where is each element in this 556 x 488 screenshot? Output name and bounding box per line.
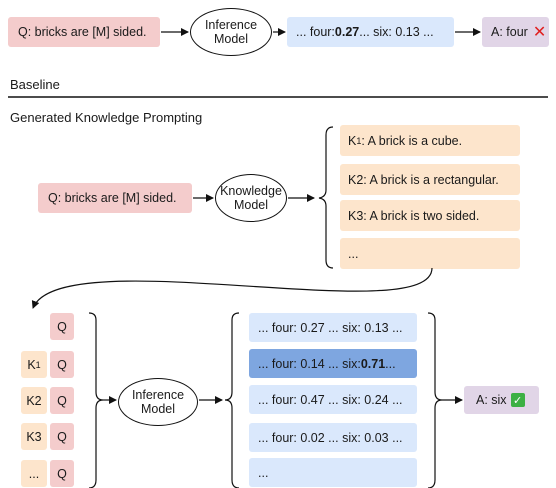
score-brace-left xyxy=(224,312,240,488)
score-text: ... four: 0.14 ... six: xyxy=(258,356,361,371)
q-tag: Q xyxy=(50,313,74,340)
knowledge-model-line1: Knowledge xyxy=(220,184,282,198)
q-tag: Q xyxy=(50,423,74,450)
knowledge-text: : A brick is a rectangular. xyxy=(363,172,499,187)
k-tag: ... xyxy=(21,460,47,487)
q-tag: Q xyxy=(50,460,74,487)
score-box: ... four: 0.27 ... six: 0.13 ... xyxy=(249,313,417,342)
q-tag-text: Q xyxy=(57,393,67,408)
q-tag-text: Q xyxy=(57,429,67,444)
k-tag: K3 xyxy=(21,423,47,450)
knowledge-text: : A brick is two sided. xyxy=(363,208,480,223)
baseline-answer-text: A: four xyxy=(491,25,528,39)
knowledge-prefix: K2 xyxy=(348,172,364,187)
knowledge-prefix: K3 xyxy=(348,208,364,223)
knowledge-item: ... xyxy=(340,238,520,269)
k-tag-main: K xyxy=(27,357,36,372)
gkp-section-label: Generated Knowledge Prompting xyxy=(10,110,203,125)
baseline-question-box: Q: bricks are [M] sided. xyxy=(8,17,160,47)
q-tag-text: Q xyxy=(57,466,67,481)
knowledge-model: Knowledge Model xyxy=(215,174,287,222)
score-box-selected: ... four: 0.14 ... six: 0.71 ... xyxy=(249,349,417,378)
knowledge-item: K2: A brick is a rectangular. xyxy=(340,164,520,195)
baseline-question-text: Q: bricks are [M] sided. xyxy=(18,25,147,39)
baseline-prediction-post: ... six: 0.13 ... xyxy=(359,25,434,39)
k-tag: K2 xyxy=(21,387,47,414)
integration-inference-model-line2: Model xyxy=(140,402,176,416)
knowledge-prefix-sub: 1 xyxy=(356,135,362,146)
correct-check-icon: ✓ xyxy=(510,393,525,407)
q-tag-text: Q xyxy=(57,319,67,334)
q-tag-text: Q xyxy=(57,357,67,372)
knowledge-prefix: K xyxy=(348,133,357,148)
score-text: ... four: 0.02 ... six: 0.03 ... xyxy=(258,430,403,445)
q-tag: Q xyxy=(50,351,74,378)
score-box: ... four: 0.47 ... six: 0.24 ... xyxy=(249,385,417,414)
curved-arrow xyxy=(31,267,433,309)
k-tag-main: K3 xyxy=(26,429,42,444)
baseline-prediction-box: ... four: 0.27 ... six: 0.13 ... xyxy=(287,17,454,47)
knowledge-item: K3: A brick is two sided. xyxy=(340,200,520,231)
score-text: ... four: 0.27 ... six: 0.13 ... xyxy=(258,320,403,335)
score-brace-right xyxy=(427,312,443,488)
score-text: ... xyxy=(258,465,269,480)
baseline-answer-box: A: four ✕ xyxy=(482,17,549,47)
integration-inference-model: Inference Model xyxy=(118,378,198,426)
wrong-cross-icon: ✕ xyxy=(532,24,547,41)
knowledge-text: : A brick is a cube. xyxy=(361,133,463,148)
baseline-prediction-bold: 0.27 xyxy=(334,25,360,39)
score-text: ... four: 0.47 ... six: 0.24 ... xyxy=(258,392,403,407)
gkp-answer-text: A: six xyxy=(476,393,507,407)
baseline-inference-model: Inference Model xyxy=(190,8,272,56)
score-text-bold: 0.71 xyxy=(360,356,386,371)
score-box: ... four: 0.02 ... six: 0.03 ... xyxy=(249,423,417,452)
gkp-question-box: Q: bricks are [M] sided. xyxy=(38,183,192,213)
gkp-question-text: Q: bricks are [M] sided. xyxy=(48,191,177,205)
q-tag: Q xyxy=(50,387,74,414)
input-brace xyxy=(88,312,104,488)
score-text-post: ... xyxy=(385,356,396,371)
baseline-inference-model-line2: Model xyxy=(213,32,249,46)
gkp-answer-box: A: six ✓ xyxy=(464,386,539,414)
baseline-prediction-pre: ... four: xyxy=(296,25,335,39)
knowledge-model-line2: Model xyxy=(233,198,269,212)
baseline-section-label: Baseline xyxy=(10,77,60,92)
k-tag-main: K2 xyxy=(26,393,42,408)
score-box: ... xyxy=(249,458,417,487)
knowledge-brace xyxy=(318,126,334,269)
knowledge-prefix: ... xyxy=(348,246,359,261)
k-tag-main: ... xyxy=(28,466,40,481)
integration-inference-model-line1: Inference xyxy=(131,388,185,402)
baseline-inference-model-line1: Inference xyxy=(204,18,258,32)
k-tag-sub: 1 xyxy=(35,359,41,370)
